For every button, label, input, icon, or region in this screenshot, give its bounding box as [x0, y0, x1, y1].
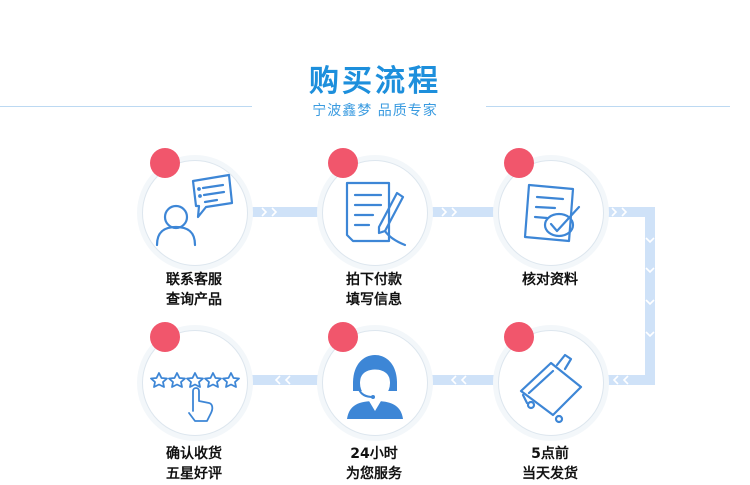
step-1-label: 联系客服 查询产品: [124, 270, 264, 310]
chevron-left: [274, 375, 281, 385]
step-6-badge: [150, 322, 180, 352]
divider-right: [486, 106, 730, 107]
suitcase-icon: [519, 353, 583, 424]
step-3-line1: 核对资料: [522, 272, 578, 288]
step-5-label: 24小时 为您服务: [304, 444, 444, 484]
step-5-line2: 为您服务: [346, 466, 402, 482]
chevron-left: [460, 375, 467, 385]
page-title: 购买流程: [309, 64, 441, 99]
step-6-line2: 五星好评: [166, 466, 222, 482]
chevron-right: [271, 207, 278, 217]
connector-1-2: [244, 207, 322, 217]
customer-service-icon: [155, 173, 234, 247]
step-contact-service: [142, 160, 248, 266]
connector-2-3: [424, 207, 500, 217]
chevron-right: [621, 207, 628, 217]
step-2-line1: 拍下付款: [346, 272, 402, 288]
headset-operator-icon: [347, 355, 403, 419]
chevron-right: [441, 207, 448, 217]
chevron-right: [451, 207, 458, 217]
divider-left: [0, 106, 252, 107]
chevron-down: [645, 237, 655, 244]
step-2-label: 拍下付款 填写信息: [304, 270, 444, 310]
chevron-left: [450, 375, 457, 385]
step-5-badge: [328, 322, 358, 352]
connector-right-vertical: [645, 207, 655, 385]
chevron-down: [645, 299, 655, 306]
chevron-left: [612, 375, 619, 385]
chevron-left: [622, 375, 629, 385]
chevron-right: [611, 207, 618, 217]
step-1-line1: 联系客服: [166, 272, 222, 288]
chevron-down: [645, 331, 655, 338]
step-6-line1: 确认收货: [166, 446, 222, 462]
step-24h-service: [322, 330, 428, 436]
step-2-line2: 填写信息: [346, 292, 402, 308]
step-4-line1: 5点前: [531, 446, 569, 462]
step-6-label: 确认收货 五星好评: [124, 444, 264, 484]
page-subtitle: 宁波鑫梦 品质专家: [312, 103, 438, 119]
step-1-line2: 查询产品: [166, 292, 222, 308]
chevron-left: [284, 375, 291, 385]
connector-right-4: [600, 375, 655, 385]
step-4-label: 5点前 当天发货: [480, 444, 620, 484]
five-star-rating-icon: [150, 372, 240, 422]
chevron-down: [645, 267, 655, 274]
step-2-badge: [328, 148, 358, 178]
step-3-label: 核对资料: [480, 270, 620, 290]
step-place-order: [322, 160, 428, 266]
step-1-badge: [150, 148, 180, 178]
step-5-line1: 24小时: [350, 446, 398, 462]
check-document-icon: [523, 183, 581, 243]
write-document-icon: [345, 181, 407, 247]
step-3-badge: [504, 148, 534, 178]
step-4-badge: [504, 322, 534, 352]
connector-5-6: [244, 375, 322, 385]
chevron-right: [261, 207, 268, 217]
step-4-line2: 当天发货: [522, 466, 578, 482]
